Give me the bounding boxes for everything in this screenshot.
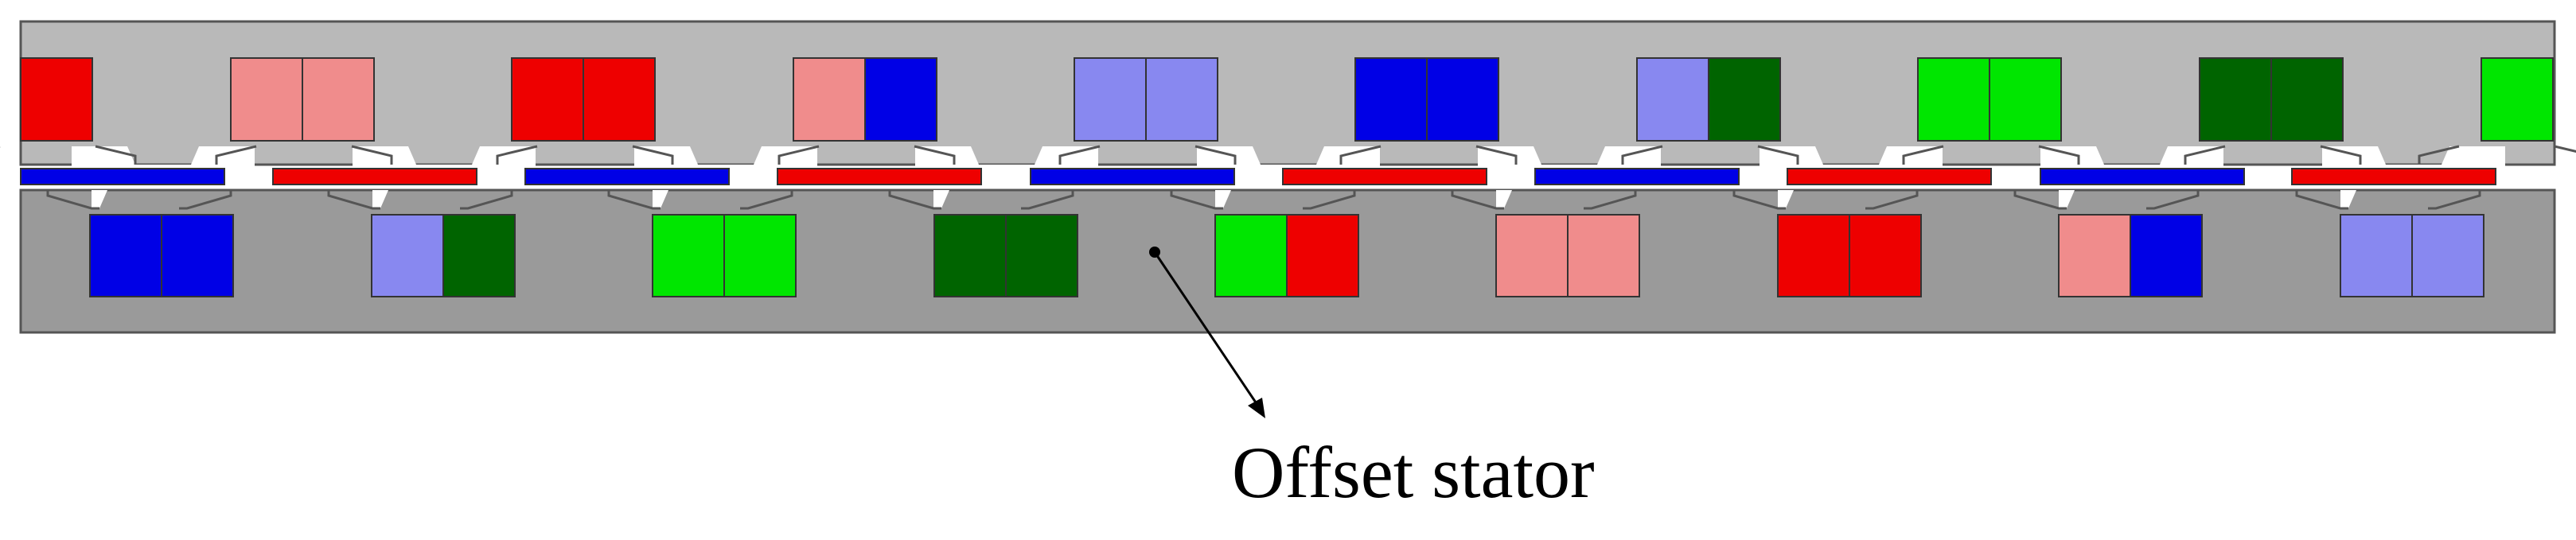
upper-coil-side [20,57,93,142]
caption-annotation [1149,247,1265,418]
lower-slot-gap [653,190,668,208]
upper-coil-side [1917,57,1990,142]
upper-stator [0,20,2576,169]
upper-coil-side [230,57,303,142]
lower-tooth-shoe [1451,190,1637,210]
lower-tooth-shoe [2013,190,2200,210]
upper-tooth-shoe [1902,145,2080,165]
annotation-arrow-head [1248,398,1265,418]
upper-coil-side [2270,57,2344,142]
upper-coil-side [793,57,866,142]
lower-slot-gap [1496,190,1512,208]
annotation-arrow-line [1153,251,1261,408]
offset-stator-caption: Offset stator [1232,432,1595,513]
mover-magnet-bar [1030,168,1235,185]
upper-tooth-shoe [2184,145,2362,165]
mover-magnet-bar [1787,168,1992,185]
upper-coil-side [1145,57,1218,142]
mover-magnets [20,168,2496,185]
upper-coil-side [1426,57,1499,142]
mover-magnet-bar [777,168,982,185]
upper-slot-gap [915,146,1098,169]
lower-tooth-shoe [888,190,1074,210]
upper-coil-side [2199,57,2272,142]
upper-tooth-shoe [1621,145,1799,165]
lower-tooth-shoe [1170,190,1356,210]
lower-coil-side [1495,214,1569,297]
upper-coil-side [1074,57,1147,142]
upper-slot-gap [353,146,536,169]
offset-stator [19,188,2556,334]
upper-slot-gap [1478,146,1661,169]
lower-tooth-shoe [607,190,793,210]
lower-slot-gap [2340,190,2356,208]
mover-magnet-bar [1534,168,1740,185]
upper-coil-side [302,57,375,142]
mover-magnet-bar [272,168,477,185]
upper-tooth-shoe [1058,145,1237,165]
upper-tooth-shoe [215,145,393,165]
mover-magnet-bar [2291,168,2496,185]
lower-tooth-shoe [2295,190,2481,210]
lower-coil-side [1005,214,1078,297]
lower-coil-side [2411,214,2484,297]
upper-coil-side [1708,57,1781,142]
lower-tooth-shoe [46,190,232,210]
upper-tooth-shoe [2418,145,2576,165]
mover-magnet-bar [2040,168,2245,185]
mover-magnet-bar [1282,168,1487,185]
lower-slot-gap [933,190,949,208]
upper-slot-gap [1760,146,1943,169]
mover-magnet-bar [524,168,730,185]
lower-coil-side [89,214,162,297]
upper-coil-side [511,57,584,142]
upper-slot-gap [634,146,817,169]
lower-coil-side [1214,214,1288,297]
upper-slot-gap [1197,146,1380,169]
upper-tooth-shoe [496,145,674,165]
lower-coil-side [2058,214,2131,297]
upper-coil-side [1354,57,1428,142]
upper-coil-side [2481,57,2554,142]
upper-coil-side [1989,57,2062,142]
lower-coil-side [723,214,797,297]
lower-slot-gap [1215,190,1231,208]
lower-tooth-shoe [1732,190,1919,210]
lower-tooth-shoe [327,190,513,210]
upper-coil-side [864,57,937,142]
mover-magnet-bar [20,168,225,185]
lower-coil-side [2130,214,2203,297]
lower-coil-side [1286,214,1359,297]
lower-slot-gap [2059,190,2075,208]
upper-coil-side [583,57,656,142]
lower-slot-gap [372,190,388,208]
lower-coil-side [1849,214,1922,297]
upper-tooth-shoe [0,145,137,165]
lower-coil-side [161,214,234,297]
lower-slot-gap [1778,190,1794,208]
lower-coil-side [1567,214,1640,297]
lower-coil-side [2340,214,2413,297]
lower-coil-side [1777,214,1850,297]
upper-tooth-shoe [777,145,956,165]
upper-coil-side [1636,57,1709,142]
upper-slot-gap [2040,146,2223,169]
lower-slot-gap [92,190,107,208]
lower-coil-side [371,214,444,297]
upper-tooth-shoe [1339,145,1518,165]
lower-coil-side [442,214,516,297]
lower-coil-side [652,214,725,297]
upper-slot-gap [2322,146,2505,169]
upper-stator-body [19,20,2556,166]
lower-coil-side [933,214,1007,297]
